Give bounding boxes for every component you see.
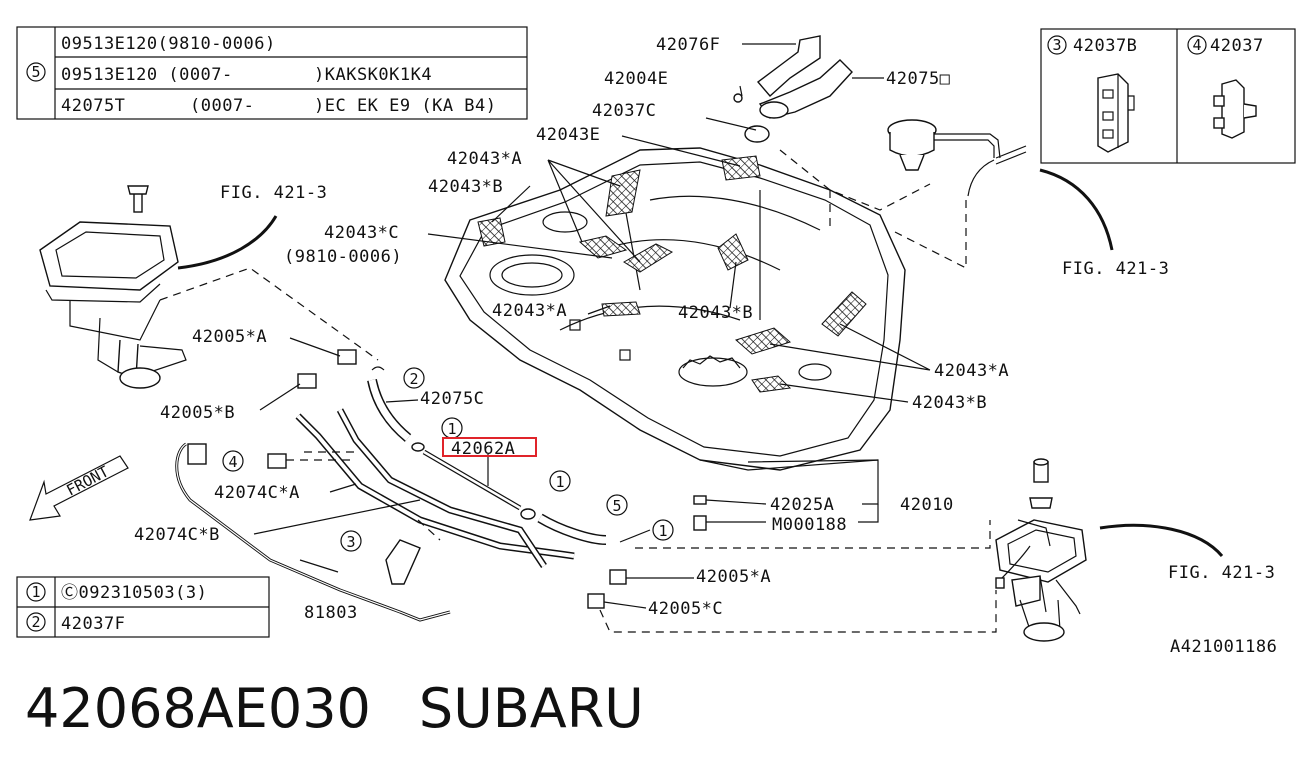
figure-references: FIG. 421-3 FIG. 421-3 FIG. 421-3 xyxy=(177,168,1275,583)
part-number: 42068AE030 xyxy=(25,677,371,740)
fuel-pump-assembly-left xyxy=(39,185,187,389)
clip-42037-illustration xyxy=(1213,79,1257,139)
callout-4: 4 xyxy=(228,453,237,471)
label-42005a-2: 42005*A xyxy=(696,567,771,587)
part-labels: 42076F 42004E 42075□ 42037C 42043E 42043… xyxy=(134,35,1277,657)
filler-hose-illustration xyxy=(733,35,1027,197)
supersession-table-top: 5 09513E120(9810-0006) 09513E120 (0007- … xyxy=(16,26,528,120)
pad-42043a-right2 xyxy=(735,327,791,355)
pad-42043a-lower xyxy=(601,301,641,317)
clip-row-2-number: 2 xyxy=(31,613,40,631)
label-42075o: 42075□ xyxy=(886,69,951,89)
pad-42043a-center2 xyxy=(623,243,674,273)
table-row-2-text: 09513E120 (0007- xyxy=(61,65,233,85)
label-42075c: 42075C xyxy=(420,389,484,409)
pad-42043b-lower xyxy=(751,375,792,393)
label-9810-0006: (9810-0006) xyxy=(284,247,402,267)
callouts: 2 1 4 1 5 1 3 xyxy=(222,367,674,552)
label-42062a-highlighted: 42062A xyxy=(451,439,515,459)
label-42043b-2: 42043*B xyxy=(678,303,753,323)
label-42043b-1: 42043*B xyxy=(428,177,503,197)
dashed-guides xyxy=(159,149,997,633)
callout-1-a: 1 xyxy=(447,420,456,438)
label-42043c: 42043*C xyxy=(324,223,399,243)
pad-42043a-right xyxy=(821,291,867,337)
parts-diagram: 5 09513E120(9810-0006) 09513E120 (0007- … xyxy=(16,26,1296,657)
callout-5-key xyxy=(26,62,46,82)
pad-42043b-mid xyxy=(717,233,749,271)
pad-42043b-left xyxy=(477,217,506,247)
label-42005c: 42005*C xyxy=(648,599,723,619)
table-row-3-part: 42075T xyxy=(61,96,125,116)
inset-left-label: 42037B xyxy=(1073,36,1137,56)
table-row-1-text: 09513E120(9810-0006) xyxy=(61,34,276,54)
sender-unit-right xyxy=(995,458,1087,642)
fig-ref-right: FIG. 421-3 xyxy=(1062,259,1169,279)
clip-42037b-illustration xyxy=(1097,73,1135,153)
label-42005a-1: 42005*A xyxy=(192,327,267,347)
table-key-number: 5 xyxy=(31,63,40,81)
brand-name: SUBARU xyxy=(418,677,644,740)
clip-table-bottom: 1 Ⓒ092310503(3) 2 42037F xyxy=(16,576,270,638)
label-42043a-1: 42043*A xyxy=(447,149,522,169)
clip-row-2-text: 42037F xyxy=(61,614,125,634)
clip-row-1-number: 1 xyxy=(31,583,40,601)
clip-row-1-text: Ⓒ092310503(3) xyxy=(61,583,207,603)
label-m000188: M000188 xyxy=(772,515,847,535)
label-42010: 42010 xyxy=(900,495,954,515)
inset-left-number: 3 xyxy=(1052,36,1061,54)
label-42076f: 42076F xyxy=(656,35,720,55)
label-42025a: 42025A xyxy=(770,495,834,515)
inset-right-label: 42037 xyxy=(1210,36,1264,56)
label-42074c-b: 42074C*B xyxy=(134,525,220,545)
callout-1-b: 1 xyxy=(555,473,564,491)
fuel-tank-illustration xyxy=(444,147,906,471)
diagram-code: A421001186 xyxy=(1170,637,1277,657)
front-arrow: FRONT xyxy=(29,455,129,521)
fig-ref-left: FIG. 421-3 xyxy=(220,183,327,203)
pad-42043a-top xyxy=(605,169,641,217)
callout-5: 5 xyxy=(612,497,621,515)
table-row-3-models: )EC EK E9 (KA B4) xyxy=(314,96,497,116)
front-label: FRONT xyxy=(63,462,111,499)
callout-1-c: 1 xyxy=(658,522,667,540)
inset-box: 3 42037B 4 42037 xyxy=(1040,28,1296,164)
label-42004e: 42004E xyxy=(604,69,668,89)
label-42005b: 42005*B xyxy=(160,403,235,423)
inset-right-number: 4 xyxy=(1192,36,1201,54)
leader-lines xyxy=(253,43,931,609)
pad-42043a-center xyxy=(578,235,628,259)
label-42043a-2: 42043*A xyxy=(492,301,567,321)
label-42037c: 42037C xyxy=(592,101,656,121)
label-42074c-a: 42074C*A xyxy=(214,483,300,503)
callout-3: 3 xyxy=(346,533,355,551)
table-row-3-range: (0007- xyxy=(190,96,254,116)
highlight-box xyxy=(442,437,537,457)
callout-2: 2 xyxy=(409,370,418,388)
label-81803: 81803 xyxy=(304,603,358,623)
fig-ref-bottom: FIG. 421-3 xyxy=(1168,563,1275,583)
label-42043b-3: 42043*B xyxy=(912,393,987,413)
pad-42043e xyxy=(721,155,761,181)
label-42043e: 42043E xyxy=(536,125,600,145)
table-row-2-models: )KAKSK0K1K4 xyxy=(314,65,432,85)
label-42043a-3: 42043*A xyxy=(934,361,1009,381)
fuel-lines xyxy=(175,349,707,622)
